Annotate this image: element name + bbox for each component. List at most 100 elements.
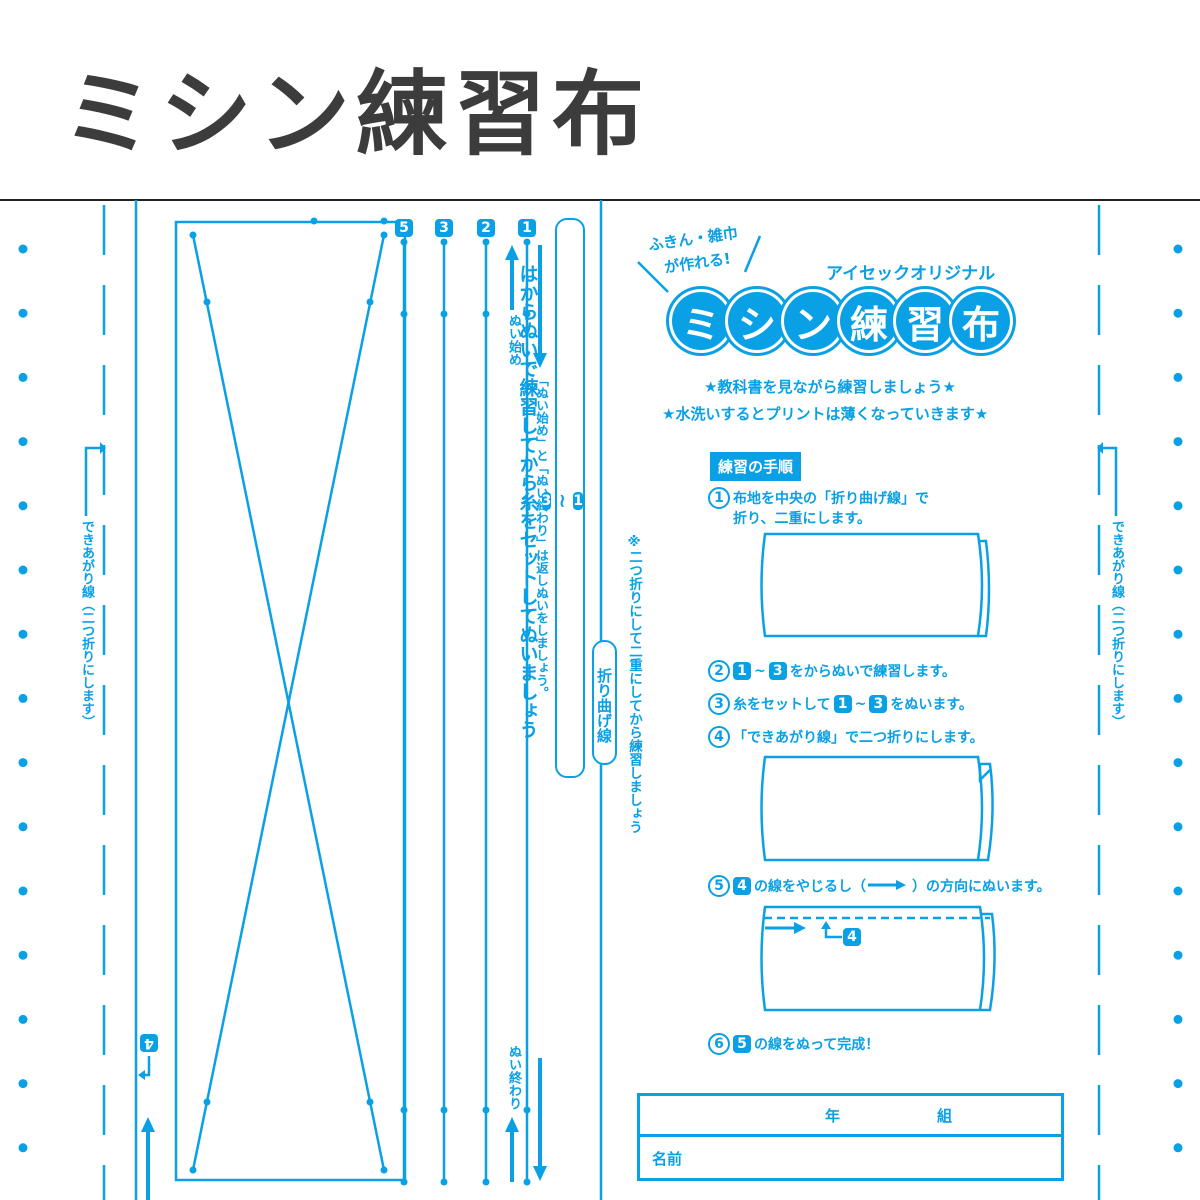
- line-dot: [482, 1106, 490, 1114]
- edge-dot: [18, 758, 28, 768]
- logo-note-1: ★教科書を見ながら練習しましょう★: [704, 378, 956, 396]
- edge-dot: [1173, 565, 1183, 575]
- line-dot: [523, 238, 531, 246]
- line-badge-5: 5: [395, 219, 413, 237]
- sew-end-label: ぬい終わり: [506, 1045, 521, 1110]
- logo-char: 練: [840, 292, 898, 350]
- step-text: 「できあがり線」で二つ折りにします。: [733, 730, 984, 746]
- logo-accent-strokes: [637, 235, 762, 293]
- finish-line-label-right: できあがり線（二つ折りにします）: [1109, 520, 1124, 728]
- logo-brand: アイセックオリジナル: [826, 264, 996, 284]
- cross-line-2: [191, 234, 386, 1171]
- instruction-badge-1: 1: [573, 492, 583, 510]
- edge-dot: [18, 1079, 28, 1089]
- class-label: 組: [937, 1107, 953, 1125]
- step-text: の線をやじるし（: [754, 879, 866, 895]
- edge-dot: [1173, 244, 1183, 254]
- line-dot: [523, 310, 531, 318]
- line-badge: 1: [833, 695, 852, 713]
- line-badge-1: 1: [518, 219, 536, 237]
- edge-dots-right: [1173, 244, 1183, 1153]
- step-number: 2: [708, 660, 730, 682]
- step-sep: ~: [854, 696, 867, 712]
- grade-class-row[interactable]: 年 組: [640, 1096, 1061, 1137]
- diagram-badge-4: 4: [843, 928, 861, 946]
- line-dot: [400, 1178, 408, 1186]
- edge-dot: [1173, 1014, 1183, 1024]
- line-dot: [482, 238, 490, 246]
- edge-dot: [1173, 822, 1183, 832]
- logo-char: シ: [728, 292, 786, 350]
- step-2: 2 1 ~ 3 をからぬいで練習します。: [708, 660, 956, 682]
- page-title: ミシン練習布: [62, 61, 651, 168]
- fold-line-text: 折り曲げ線: [595, 668, 613, 743]
- line-dot: [440, 1106, 448, 1114]
- line-badge: 5: [733, 1035, 751, 1053]
- step-text: 糸をセットして: [733, 697, 831, 713]
- logo-char: 布: [952, 292, 1010, 350]
- edge-dot: [18, 501, 28, 511]
- year-label: 年: [825, 1107, 841, 1125]
- edge-dot: [18, 437, 28, 447]
- line-dot: [440, 1178, 448, 1186]
- line-dot: [440, 310, 448, 318]
- edge-dot: [18, 822, 28, 832]
- instruction-badge-3: 3: [541, 492, 552, 510]
- name-row[interactable]: 名前: [640, 1137, 1061, 1181]
- edge-dot: [18, 372, 28, 382]
- step-3: 3 糸をセットして 1 ~ 3 をぬいます。: [708, 693, 973, 715]
- step-text: をからぬいで練習します。: [789, 664, 956, 680]
- logo-char: ン: [784, 292, 842, 350]
- line-dot: [400, 1106, 408, 1114]
- edge-dot: [18, 1014, 28, 1024]
- line-badge-3: 3: [435, 219, 453, 237]
- edge-dot: [1173, 950, 1183, 960]
- edge-dot: [1173, 1143, 1183, 1153]
- line-badge-4: 4: [140, 1034, 158, 1052]
- line-dot: [440, 238, 448, 246]
- edge-dot: [18, 244, 28, 254]
- line-dot: [482, 310, 490, 318]
- step-number: 6: [708, 1033, 730, 1055]
- line-dot: [523, 1106, 531, 1114]
- edge-dot: [1173, 758, 1183, 768]
- step-6: 6 5 の線をぬって完成！: [708, 1033, 879, 1055]
- edge-dot: [18, 693, 28, 703]
- fold-diagram-2: [760, 755, 994, 862]
- line-badge-2: 2: [477, 219, 495, 237]
- name-label: 名前: [652, 1150, 683, 1168]
- step-4: 4 「できあがり線」で二つ折りにします。: [708, 726, 984, 748]
- edge-dot: [1173, 372, 1183, 382]
- fold-diagram-1: [760, 532, 991, 638]
- line-badge: 4: [733, 877, 751, 895]
- edge-dot: [1173, 693, 1183, 703]
- step-text: をぬいます。: [890, 697, 973, 713]
- step-1-cont: 折り、二重にします。: [733, 511, 872, 527]
- edge-dot: [18, 950, 28, 960]
- step-number: 1: [708, 487, 730, 509]
- line-dot: [400, 238, 408, 246]
- step-5: 5 4 の線をやじるし（ ）の方向にぬいます。: [708, 875, 1051, 897]
- fold-line-label: 折り曲げ線: [592, 640, 617, 765]
- finish-arrow-left: [84, 446, 100, 516]
- finish-arrow-right: [1103, 446, 1118, 516]
- backstitch-note: 「ぬい始め」と「ぬい終わり」は返しぬいをしましょう。: [534, 374, 549, 699]
- edge-dot: [1173, 629, 1183, 639]
- step-text: ）の方向にぬいます。: [912, 879, 1051, 895]
- practice-instruction: 1 ~ 3 はからぬいで練習してから糸をセットしてぬいましょう: [517, 218, 585, 778]
- edge-dot: [18, 886, 28, 896]
- instruction-sep: ~: [551, 493, 574, 509]
- logo-note-2: ★水洗いするとプリントは薄くなっていきます★: [662, 405, 989, 423]
- sew-start-label: ぬい始め: [506, 314, 521, 366]
- edge-dot: [1173, 501, 1183, 511]
- line-dot: [482, 1178, 490, 1186]
- edge-dot: [18, 1143, 28, 1153]
- line-dot: [523, 1178, 531, 1186]
- line-badge: 1: [733, 662, 751, 680]
- logo-char: ミ: [672, 292, 730, 350]
- edge-dot: [18, 565, 28, 575]
- fold-diagram-3: [760, 905, 996, 1012]
- edge-dot: [18, 308, 28, 318]
- edge-dot: [1173, 308, 1183, 318]
